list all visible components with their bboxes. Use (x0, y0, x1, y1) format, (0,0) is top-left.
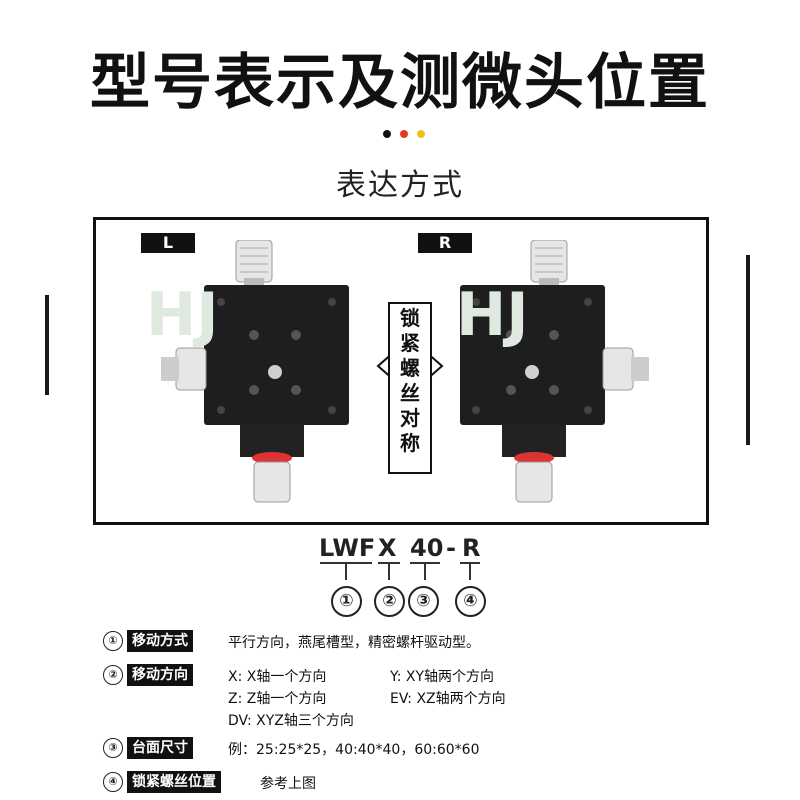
dot-black (383, 130, 391, 138)
svg-text:HJ: HJ (456, 280, 529, 350)
right-edge-mark (746, 255, 750, 445)
left-edge-mark (45, 295, 49, 395)
right-stage-image: HJ (456, 240, 649, 503)
code-marker-1: ① (331, 586, 362, 617)
code-part2: X (378, 534, 397, 562)
legend-text: DV: XYZ轴三个方向 (228, 713, 354, 729)
legend-num: ③ (103, 738, 123, 758)
code-part4: R (462, 534, 481, 562)
code-marker-4: ④ (455, 586, 486, 617)
svg-text:HJ: HJ (146, 280, 219, 350)
center-label-char: 称 (400, 431, 420, 455)
legend-tag: 移动方向 (127, 664, 193, 686)
code-sep: - (446, 534, 456, 562)
legend-text: 参考上图 (260, 776, 316, 792)
legend-tag: 移动方式 (127, 630, 193, 652)
legend-text: Y: XY轴两个方向 (390, 669, 495, 685)
legend-num: ① (103, 631, 123, 651)
code-tick-4 (469, 562, 471, 580)
diagram-frame: L R HJ HJ (93, 217, 709, 525)
center-label: 锁紧螺丝对称 (394, 306, 426, 456)
legend-num: ② (103, 665, 123, 685)
legend-num: ④ (103, 772, 123, 792)
legend-text: 平行方向，燕尾槽型，精密螺杆驱动型。 (228, 635, 480, 651)
section-subtitle: 表达方式 (336, 168, 464, 203)
left-stage-image: HJ (146, 240, 349, 503)
right-tag: R (418, 233, 472, 253)
code-tick-3 (424, 562, 426, 580)
dot-yellow (417, 130, 425, 138)
code-part1: LWF (319, 534, 376, 562)
code-part3: 40 (410, 534, 444, 562)
legend-text: EV: XZ轴两个方向 (390, 691, 506, 707)
center-label-char: 锁 (400, 306, 420, 330)
center-label-char: 螺 (400, 356, 420, 380)
legend-text: X: X轴一个方向 (228, 669, 327, 685)
left-tag: L (141, 233, 195, 253)
code-tick-1 (345, 562, 347, 580)
center-label-char: 紧 (400, 331, 420, 355)
center-label-char: 丝 (400, 381, 420, 405)
legend-tag: 锁紧螺丝位置 (127, 771, 221, 793)
page-title: 型号表示及测微头位置 (90, 48, 710, 118)
code-marker-3: ③ (408, 586, 439, 617)
center-label-char: 对 (400, 406, 420, 430)
decor-dots (383, 130, 433, 140)
code-tick-2 (388, 562, 390, 580)
code-marker-2: ② (374, 586, 405, 617)
legend-text: 例：25:25*25，40:40*40，60:60*60 (228, 742, 480, 758)
legend-text: Z: Z轴一个方向 (228, 691, 327, 707)
dot-red (400, 130, 408, 138)
legend-tag: 台面尺寸 (127, 737, 193, 759)
center-label-box: 锁紧螺丝对称 (386, 302, 432, 474)
